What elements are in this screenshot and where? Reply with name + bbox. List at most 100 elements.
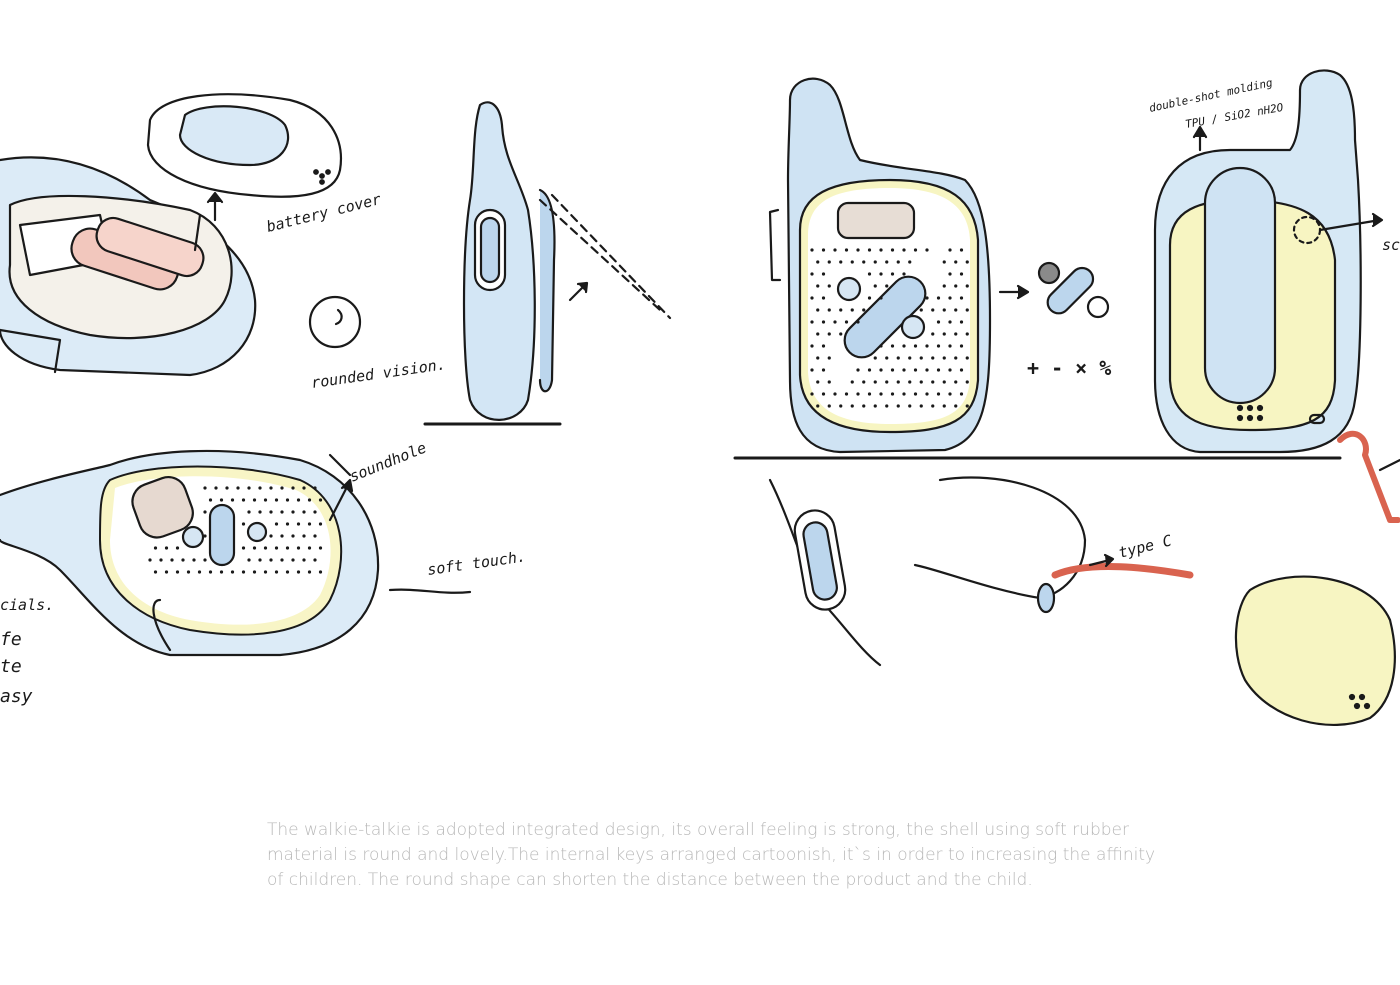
speaker-dot [280, 486, 284, 490]
speaker-dot [291, 558, 295, 562]
speaker-dot [879, 368, 883, 372]
speaker-dot [867, 248, 872, 252]
speaker-dot [159, 558, 163, 562]
speaker-dot [203, 534, 207, 538]
speaker-dot [908, 380, 912, 384]
speaker-dot [954, 332, 958, 336]
speaker-dot [313, 558, 317, 562]
speaker-dot [890, 248, 895, 252]
speaker-dot [827, 308, 831, 312]
speaker-dot [856, 392, 860, 396]
speaker-dot [965, 260, 969, 264]
back-view-sketch [1153, 69, 1384, 454]
speaker-dot [175, 570, 180, 574]
speaker-dot [942, 284, 946, 288]
front-view-dots [810, 248, 969, 408]
speaker-dot [856, 248, 860, 252]
speaker-dot [948, 344, 952, 348]
label-type-c: type C [1117, 531, 1174, 562]
speaker-dot [291, 534, 295, 538]
type-c-detail [913, 476, 1194, 614]
speaker-dot [850, 404, 854, 408]
speaker-dot [186, 570, 191, 574]
speaker-dot [291, 486, 295, 490]
speaker-dot [296, 522, 301, 526]
speaker-dot [816, 332, 820, 336]
speaker-dot [269, 510, 273, 514]
speaker-dot [219, 570, 224, 574]
speaker-dot [810, 248, 814, 252]
speaker-dot [821, 320, 826, 324]
speaker-dot [913, 248, 918, 252]
speaker-dot [821, 368, 826, 372]
speaker-dot [919, 380, 923, 384]
speaker-dot [925, 368, 929, 372]
speaker-dot [954, 380, 958, 384]
speaker-dot [890, 272, 895, 276]
speaker-dot [230, 570, 235, 574]
speaker-dot [885, 380, 889, 384]
speaker-dot [302, 558, 306, 562]
speaker-dot [208, 570, 213, 574]
speaker-dot [942, 356, 946, 360]
speaker-dot [274, 522, 279, 526]
speaker-dot [181, 558, 185, 562]
speaker-dot [203, 510, 207, 514]
speaker-dot [965, 284, 969, 288]
speaker-dot [948, 392, 952, 396]
speaker-dot [280, 510, 284, 514]
label-symbols: + - × % [1027, 356, 1111, 380]
speaker-dot [816, 356, 820, 360]
speaker-dot [258, 486, 262, 490]
speaker-dot [844, 392, 849, 396]
speaker-dot [285, 522, 290, 526]
speaker-dot [208, 498, 213, 502]
label-cut-2: fe [0, 629, 22, 650]
speaker-dot [850, 260, 854, 264]
speaker-dot [302, 510, 306, 514]
speaker-dot [942, 332, 946, 336]
speaker-dot [879, 392, 883, 396]
soft-touch-line [388, 588, 472, 594]
speaker-dot [908, 260, 912, 264]
strap-detail [1337, 430, 1400, 523]
speaker-dot [913, 368, 918, 372]
speaker-dot [954, 404, 958, 408]
rounded-shell-detail [1234, 575, 1396, 726]
speaker-dot [219, 498, 224, 502]
speaker-dot [885, 284, 889, 288]
speaker-dot [942, 308, 946, 312]
speaker-dot [954, 284, 958, 288]
speaker-dot [965, 404, 969, 408]
speaker-dot [925, 296, 929, 300]
speaker-dot [839, 332, 843, 336]
speaker-dot [902, 248, 906, 252]
speaker-dot [919, 356, 923, 360]
speaker-dot [816, 284, 820, 288]
sketch-illustration: battery cover rounded vision. soundhole … [0, 69, 1400, 726]
speaker-dot [959, 392, 964, 396]
speaker-dot [919, 404, 923, 408]
speaker-dot [839, 308, 843, 312]
speaker-dot [269, 558, 273, 562]
speaker-dot [302, 534, 306, 538]
speaker-dot [879, 248, 883, 252]
speaker-dot [241, 546, 246, 550]
speaker-dot [862, 260, 866, 264]
speaker-dot [170, 558, 174, 562]
speaker-dot [965, 356, 969, 360]
speaker-dot [280, 558, 284, 562]
speaker-dot [959, 368, 964, 372]
speaker-dot [890, 392, 895, 396]
speaker-dot [203, 486, 207, 490]
speaker-dot [269, 486, 273, 490]
speaker-dot [302, 486, 306, 490]
label-cut-right: sc [1382, 236, 1400, 254]
speaker-dot [925, 392, 929, 396]
speaker-dot [318, 546, 323, 550]
speaker-dot [247, 558, 251, 562]
speaker-dot [839, 260, 843, 264]
speaker-dot [959, 344, 964, 348]
speaker-dot [873, 404, 877, 408]
speaker-dot [296, 570, 301, 574]
